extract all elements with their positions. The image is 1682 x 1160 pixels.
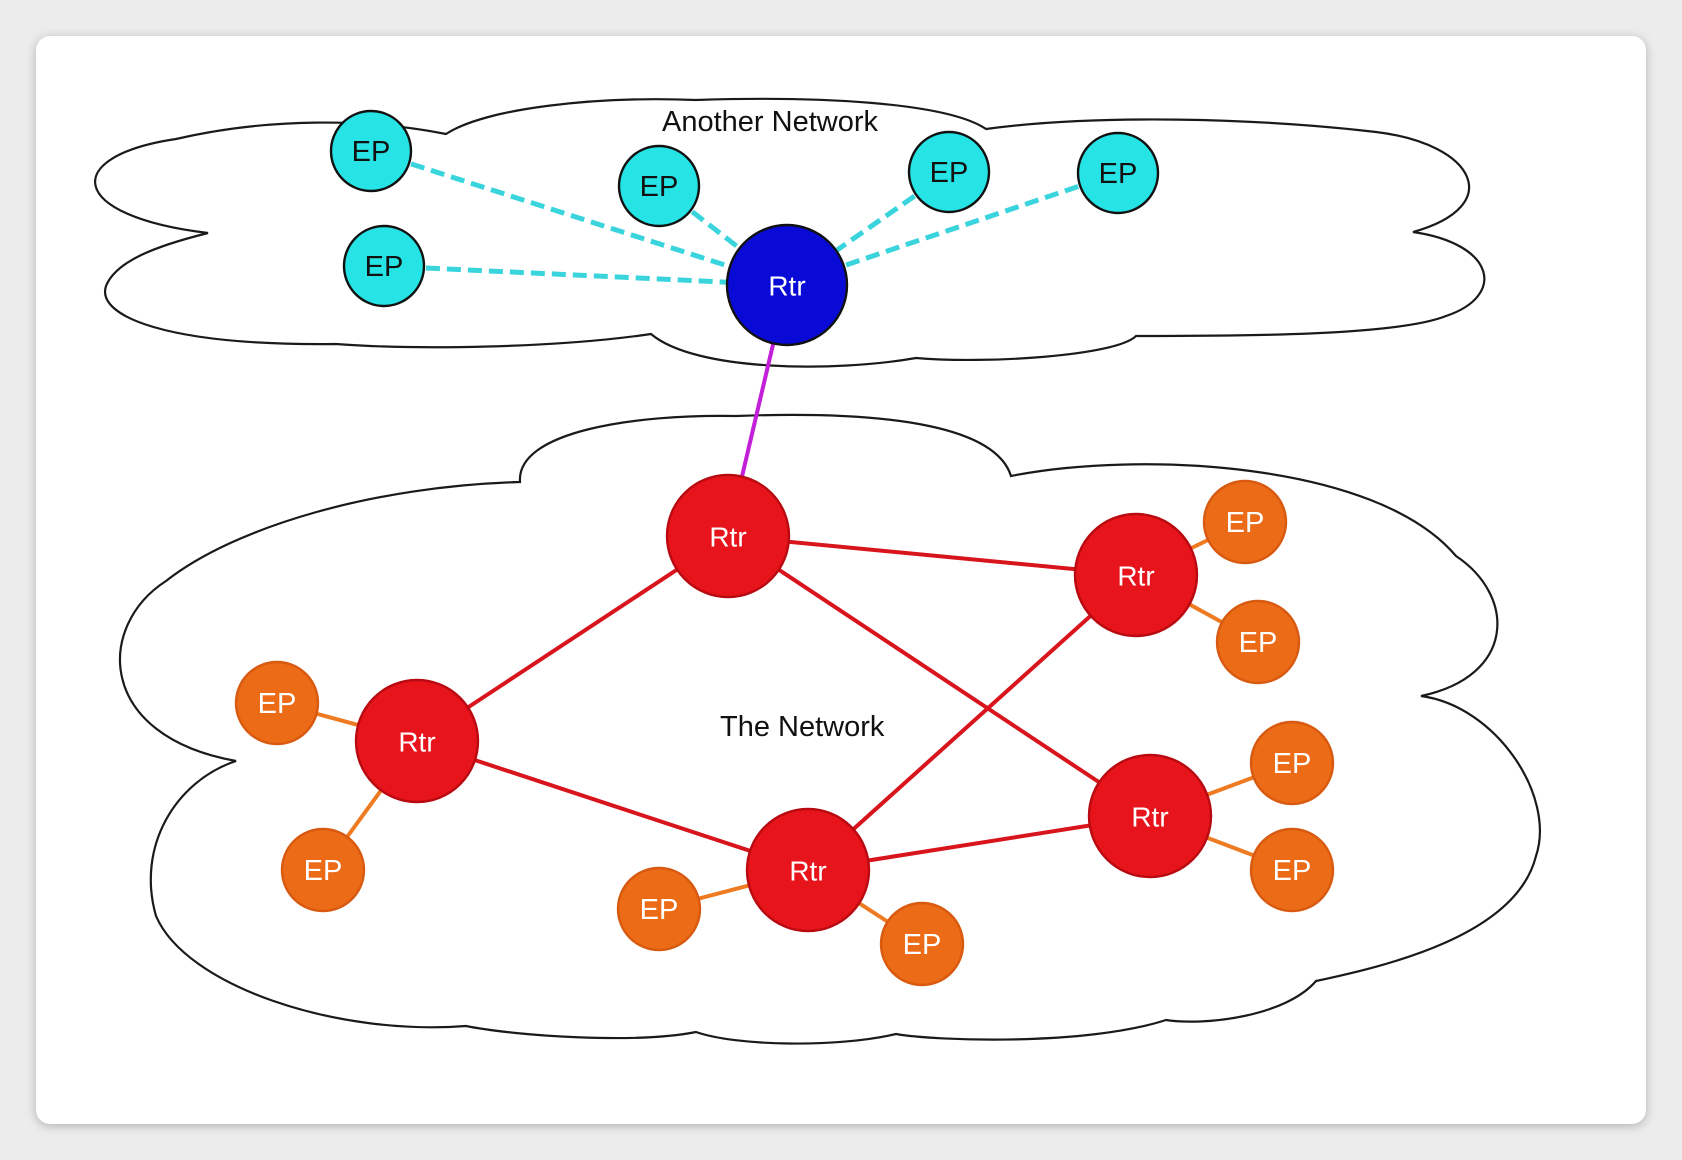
endpoint-the-network-5-label: EP (640, 894, 679, 926)
endpoint-the-network-4: EP (280, 827, 366, 913)
dashed-link-top-ep-1 (370, 148, 788, 288)
endpoint-another-network-5-circle (1076, 131, 1160, 215)
endpoint-the-network-8-label: EP (1273, 855, 1312, 887)
endpoint-the-network-3: EP (234, 660, 320, 746)
endpoint-the-network-5-circle (616, 866, 702, 952)
endpoint-another-network-1-label: EP (352, 136, 391, 168)
endpoint-another-network-1-circle (329, 109, 413, 193)
endpoint-another-network-4-circle (907, 130, 991, 214)
endpoint-another-network-5-label: EP (1099, 158, 1138, 190)
cloud-label-the-network: The Network (720, 711, 885, 743)
endpoint-another-network-4: EP (907, 130, 991, 214)
endpoint-the-network-1-label: EP (1226, 507, 1265, 539)
endpoint-the-network-6-circle (879, 901, 965, 987)
endpoint-another-network-2-circle (342, 224, 426, 308)
endpoint-the-network-6: EP (879, 901, 965, 987)
endpoint-the-network-3-circle (234, 660, 320, 746)
router-link-4-2 (806, 573, 1138, 872)
router-the-network-2: Rtr (1073, 512, 1199, 638)
router-the-network-2-label: Rtr (1117, 561, 1154, 592)
router-the-network-3-label: Rtr (398, 727, 435, 758)
endpoint-the-network-2: EP (1215, 599, 1301, 685)
endpoint-the-network-3-label: EP (258, 688, 297, 720)
endpoint-the-network-7-circle (1249, 720, 1335, 806)
endpoint-the-network-4-label: EP (304, 855, 343, 887)
endpoint-another-network-1: EP (329, 109, 413, 193)
router-the-network-5: Rtr (1087, 753, 1213, 879)
dashed-link-top-ep-5 (786, 170, 1119, 288)
router-the-network-4-circle (745, 807, 871, 933)
router-the-network-5-label: Rtr (1131, 802, 1168, 833)
endpoint-another-network-2-label: EP (365, 251, 404, 283)
endpoint-the-network-4-circle (280, 827, 366, 913)
router-the-network-3: Rtr (354, 678, 480, 804)
router-link-1-5 (726, 534, 1152, 818)
endpoint-the-network-7: EP (1249, 720, 1335, 806)
router-the-network-1-circle (665, 473, 791, 599)
endpoint-the-network-2-label: EP (1239, 627, 1278, 659)
endpoint-another-network-4-label: EP (930, 157, 969, 189)
endpoint-another-network-3: EP (617, 144, 701, 228)
endpoint-the-network-7-label: EP (1273, 748, 1312, 780)
router-the-network-3-circle (354, 678, 480, 804)
cloud-label-another-network: Another Network (662, 106, 878, 138)
router-link-3-4 (416, 739, 809, 872)
router-the-network-1-label: Rtr (709, 522, 746, 553)
router-another-network-label: Rtr (768, 271, 805, 302)
dashed-link-top-ep-2 (383, 263, 788, 288)
router-the-network-4-label: Rtr (789, 856, 826, 887)
endpoint-the-network-6-label: EP (903, 929, 942, 961)
endpoint-the-network-1-circle (1202, 479, 1288, 565)
endpoint-the-network-5: EP (616, 866, 702, 952)
endpoint-the-network-8-circle (1249, 827, 1335, 913)
router-another-network: Rtr (725, 223, 849, 347)
endpoint-another-network-3-label: EP (640, 171, 679, 203)
router-the-network-1: Rtr (665, 473, 791, 599)
router-link-1-2 (727, 534, 1137, 577)
endpoint-the-network-8: EP (1249, 827, 1335, 913)
endpoint-another-network-5: EP (1076, 131, 1160, 215)
router-another-network-circle (725, 223, 849, 347)
router-the-network-5-circle (1087, 753, 1213, 879)
router-the-network-4: Rtr (745, 807, 871, 933)
endpoint-another-network-2: EP (342, 224, 426, 308)
router-the-network-2-circle (1073, 512, 1199, 638)
endpoint-the-network-2-circle (1215, 599, 1301, 685)
endpoint-another-network-3-circle (617, 144, 701, 228)
endpoint-the-network-1: EP (1202, 479, 1288, 565)
